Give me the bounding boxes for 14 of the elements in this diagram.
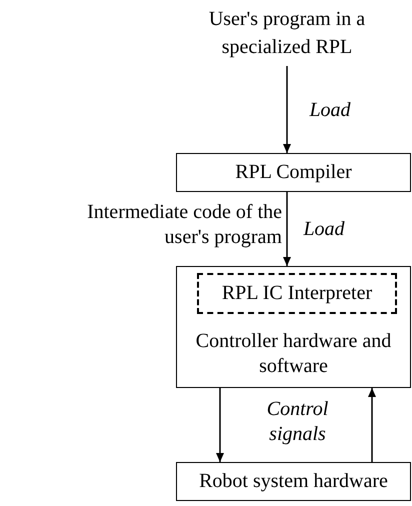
dashed-box	[197, 273, 397, 314]
controller-box	[176, 266, 411, 388]
process-box	[176, 462, 411, 501]
arrow	[283, 66, 291, 153]
arrow	[368, 388, 376, 462]
node-text: Controller hardware and software	[194, 329, 392, 379]
arrow	[283, 192, 291, 266]
node-text: Robot system hardware	[199, 468, 388, 494]
node-text: RPL IC Interpreter	[222, 280, 372, 306]
arrow	[216, 388, 224, 462]
annotation-text: Intermediate code of the user's program	[86, 200, 282, 250]
node-text: User's program in a specialized RPL	[208, 7, 366, 60]
node-text: RPL Compiler	[235, 160, 352, 185]
process-box	[176, 153, 411, 192]
